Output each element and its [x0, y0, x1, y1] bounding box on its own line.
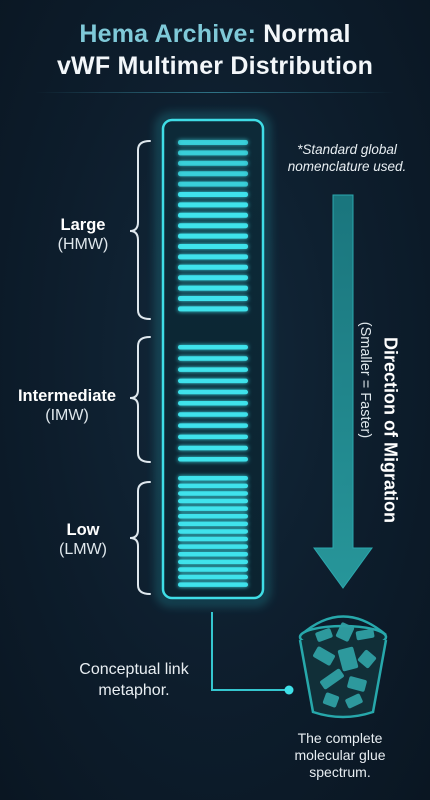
gel-band: [178, 476, 248, 481]
title-line-2: vWF Multimer Distribution: [56, 52, 374, 80]
connector-dot: [284, 685, 294, 695]
gel-band: [178, 423, 248, 428]
gel-band: [178, 212, 248, 218]
gel-band: [178, 171, 248, 177]
gel-band: [178, 536, 248, 542]
gel-band: [178, 401, 248, 406]
gel-band: [178, 192, 248, 197]
gel-band: [178, 559, 248, 565]
gel-band: [178, 181, 248, 187]
bucket-icon: [298, 615, 388, 719]
gel-band: [178, 306, 248, 312]
gel-band: [178, 552, 248, 557]
gel-band: [178, 345, 248, 350]
title-accent: Hema Archive:: [79, 20, 257, 48]
nomenclature-note: *Standard global nomenclature used.: [287, 142, 407, 174]
gel-band: [178, 296, 248, 301]
gel-band: [178, 582, 248, 587]
gel-band: [178, 285, 248, 291]
gel-band: [178, 264, 248, 270]
gel-band: [178, 567, 248, 572]
gel-band: [178, 521, 248, 527]
group-abbr: (HMW): [57, 236, 109, 253]
gel-band: [178, 483, 248, 489]
gel-band: [178, 160, 248, 166]
gel-band: [178, 202, 248, 208]
migration-arrow-icon: [313, 194, 373, 589]
migration-title: Direction of Migration: [380, 337, 401, 523]
group-label-low: Low (LMW): [40, 520, 126, 560]
gel-band: [178, 544, 248, 549]
gel-band: [178, 223, 248, 229]
gel-band: [178, 244, 248, 249]
gel-band: [178, 529, 248, 534]
gel-band: [178, 275, 248, 281]
title-rest: Normal: [263, 20, 351, 48]
brace-icon: [129, 140, 151, 595]
gel-lane-icon: [157, 114, 269, 605]
bucket-caption: The complete molecular glue spectrum.: [294, 730, 386, 780]
gel-band: [178, 150, 248, 156]
title-divider: [35, 92, 395, 93]
group-name: Intermediate: [17, 387, 117, 405]
gel-band: [178, 140, 248, 145]
gel-band: [178, 378, 248, 384]
gel-band: [178, 457, 248, 462]
connector-line: [211, 612, 288, 691]
gel-band: [178, 491, 248, 496]
gel-band: [178, 356, 248, 361]
group-name: Low: [66, 521, 100, 539]
group-label-large: Large (HMW): [40, 215, 126, 255]
group-label-intermediate: Intermediate (IMW): [4, 386, 130, 426]
gel-band: [178, 498, 248, 504]
link-caption: Conceptual link metaphor.: [79, 661, 189, 699]
gel-band: [178, 574, 248, 580]
group-abbr: (LMW): [59, 541, 107, 558]
gel-band: [178, 506, 248, 511]
gel-band: [178, 389, 248, 395]
gel-band: [178, 514, 248, 519]
migration-subtitle: (Smaller = Faster): [357, 321, 373, 439]
gel-band: [178, 412, 248, 417]
gel-band: [178, 367, 248, 372]
gel-band: [178, 233, 248, 239]
group-name: Large: [60, 216, 106, 234]
gel-band: [178, 254, 248, 260]
group-abbr: (IMW): [45, 407, 89, 424]
gel-band: [178, 445, 248, 451]
page-title: Hema Archive: Normal vWF Multimer Distri…: [0, 18, 430, 82]
gel-band: [178, 434, 248, 440]
